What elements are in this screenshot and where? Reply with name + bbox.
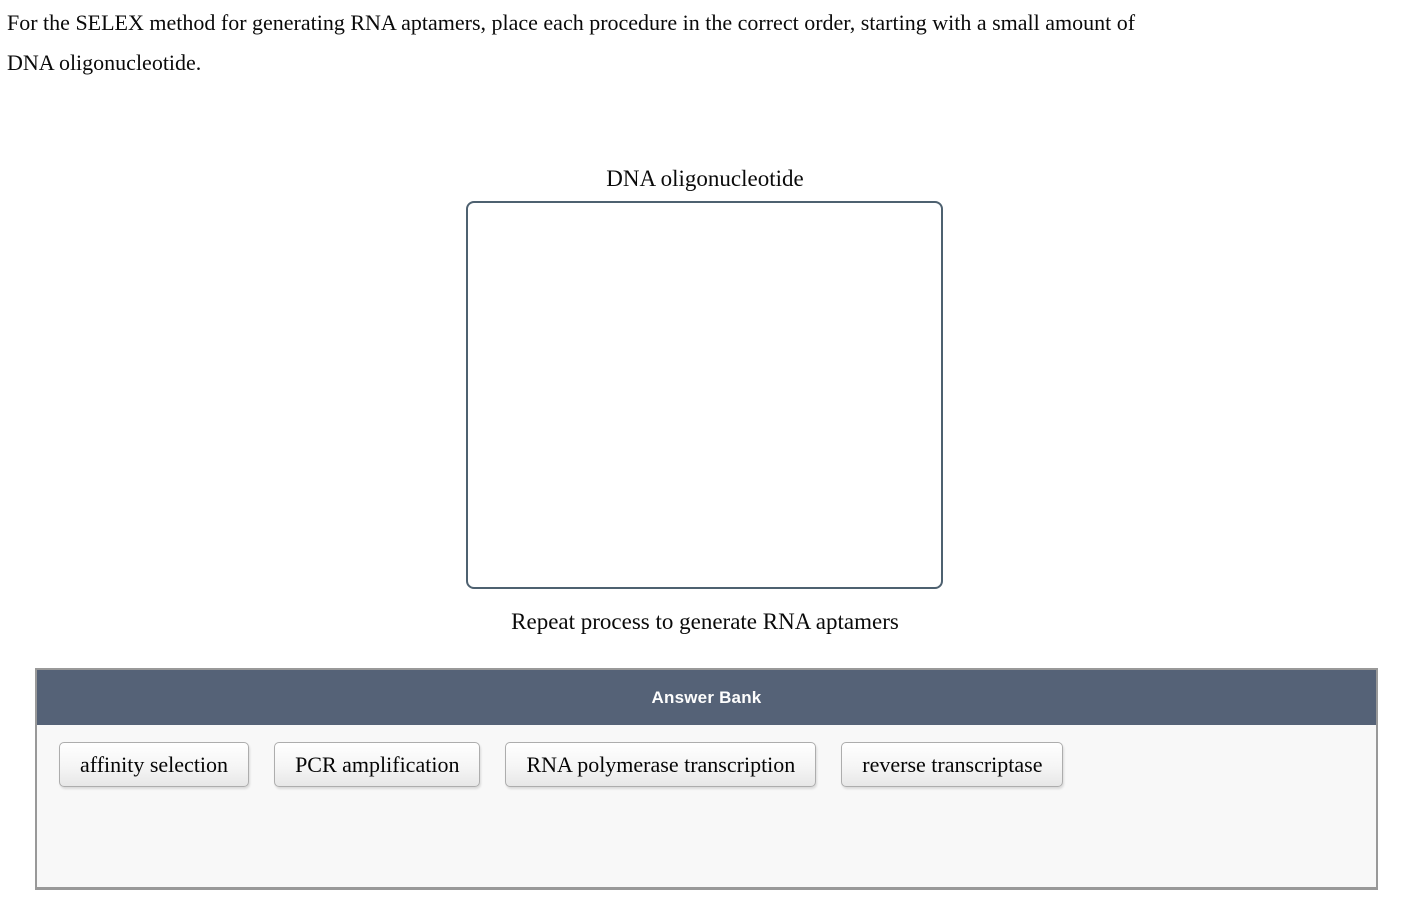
- bank-item-rna-polymerase-transcription[interactable]: RNA polymerase transcription: [505, 742, 817, 787]
- answer-bank-header: Answer Bank: [37, 670, 1376, 725]
- bank-item-pcr-amplification[interactable]: PCR amplification: [274, 742, 481, 787]
- drop-zone[interactable]: [466, 201, 943, 589]
- question-line-2: DNA oligonucleotide.: [7, 50, 202, 75]
- bank-item-affinity-selection[interactable]: affinity selection: [59, 742, 250, 787]
- answer-bank: Answer Bank affinity selection PCR ampli…: [35, 668, 1378, 890]
- question-text: For the SELEX method for generating RNA …: [7, 3, 1135, 83]
- drop-zone-caption: Repeat process to generate RNA aptamers: [511, 609, 899, 634]
- bank-item-reverse-transcriptase[interactable]: reverse transcriptase: [841, 742, 1064, 787]
- answer-bank-title: Answer Bank: [651, 687, 762, 707]
- question-line-1: For the SELEX method for generating RNA …: [7, 10, 1136, 35]
- drop-zone-label: DNA oligonucleotide: [606, 166, 804, 191]
- answer-bank-items: affinity selection PCR amplification RNA…: [37, 725, 1376, 787]
